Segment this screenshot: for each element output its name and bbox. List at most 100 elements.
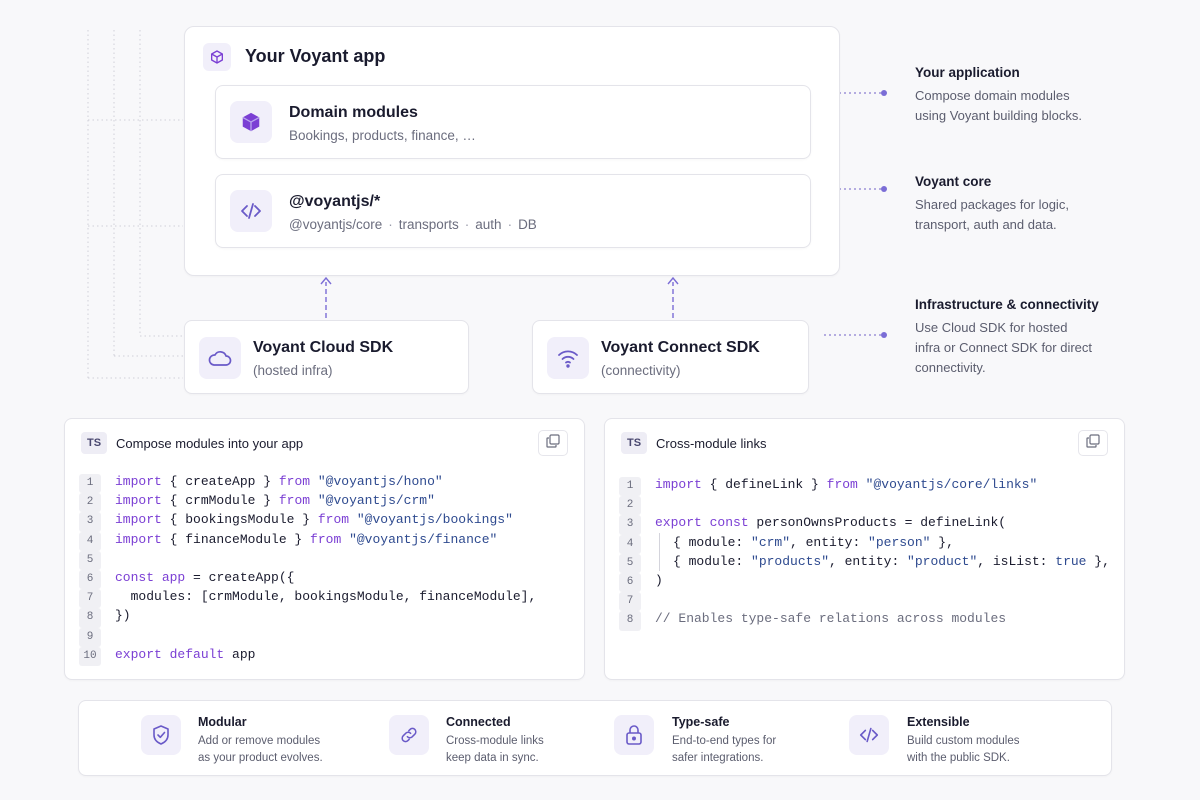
code-token: from <box>310 531 342 547</box>
code-token: { createApp } <box>161 474 279 489</box>
line-number: 1 <box>79 474 101 494</box>
left-connector-lines <box>87 30 183 379</box>
connect-arrow-up-icon <box>667 276 679 318</box>
cloud-icon <box>199 337 241 379</box>
code-token: "@voyantjs/hono" <box>310 474 443 489</box>
code-token: default <box>161 646 225 662</box>
packages-card[interactable]: @voyantjs/* @voyantjs/core·transports·au… <box>215 174 811 248</box>
code-token: app <box>154 569 186 585</box>
copy-button[interactable] <box>538 430 568 456</box>
line-number: 5 <box>79 550 101 570</box>
code-token: const <box>115 569 155 585</box>
code-token: "@voyantjs/crm" <box>310 493 435 509</box>
code-token: "products" <box>751 553 830 569</box>
code-token: }, <box>930 534 954 550</box>
cloud-arrow-up-icon <box>320 276 332 318</box>
annotation-title-infra: Infrastructure & connectivity <box>915 297 1099 312</box>
code-icon <box>849 715 889 755</box>
annotation-desc-infra: Use Cloud SDK for hosted infra or Connec… <box>915 320 1093 375</box>
code-line: 6) <box>619 571 1114 593</box>
shield-icon <box>141 715 181 755</box>
feature-desc-typesafe: End-to-end types for safer integrations. <box>672 735 777 764</box>
cloud-sdk-subtitle: (hosted infra) <box>253 363 333 378</box>
ts-badge: TS <box>621 432 647 454</box>
code-token: }) <box>115 608 131 624</box>
code-token: import <box>115 493 162 509</box>
code-block-compose: 1 import { createApp } from "@voyantjs/ho… <box>79 472 574 666</box>
line-number: 1 <box>619 477 641 497</box>
code-token: }, <box>1086 553 1110 569</box>
code-token: import <box>115 474 162 489</box>
line-number: 5 <box>619 553 641 573</box>
ts-badge: TS <box>81 432 107 454</box>
line-number: 8 <box>79 608 101 628</box>
copy-button[interactable] <box>1078 430 1108 456</box>
copy-icon <box>546 433 560 453</box>
code-token: true <box>1055 553 1087 569</box>
code-token: { financeModule } <box>161 531 311 547</box>
code-token: { module: <box>673 534 752 550</box>
line-number: 3 <box>619 515 641 535</box>
code-line: 8 // Enables type-safe relations across m… <box>619 609 1114 631</box>
lock-icon <box>614 715 654 755</box>
features-strip: Modular Add or remove modules as your pr… <box>78 700 1112 776</box>
code-line: 2 <box>619 494 1114 516</box>
code-line: 6 const app = createApp({ <box>79 568 574 590</box>
code-token: , entity: <box>790 534 869 550</box>
annotation-title-core: Voyant core <box>915 174 992 189</box>
line-number: 2 <box>79 493 101 513</box>
packages-title: @voyantjs/* <box>289 193 381 210</box>
indent-guide <box>659 532 673 552</box>
code-token: "crm" <box>751 534 791 550</box>
cloud-sdk-card[interactable]: Voyant Cloud SDK (hosted infra) <box>184 320 469 394</box>
feature-title-connected: Connected <box>446 715 511 729</box>
package-core: @voyantjs/core <box>289 217 383 232</box>
link-icon <box>389 715 429 755</box>
feature-desc-extensible: Build custom modules with the public SDK… <box>907 735 1020 764</box>
code-token: import <box>115 512 162 528</box>
line-number: 8 <box>619 611 641 631</box>
feature-title-extensible: Extensible <box>907 715 970 729</box>
code-card-title: Cross-module links <box>656 436 767 451</box>
annotation-desc-application: Compose domain modules using Voyant buil… <box>915 88 1082 123</box>
code-token: { module: <box>673 553 752 569</box>
code-token: app <box>224 646 256 662</box>
connect-sdk-card[interactable]: Voyant Connect SDK (connectivity) <box>532 320 809 394</box>
code-line: 1 import { createApp } from "@voyantjs/ho… <box>79 472 574 494</box>
cloud-sdk-title: Voyant Cloud SDK <box>253 339 394 356</box>
line-number: 6 <box>79 569 101 590</box>
code-token: ) <box>655 572 663 588</box>
app-title: Your Voyant app <box>245 46 386 66</box>
package-transports: transports <box>398 217 459 232</box>
code-card-title: Compose modules into your app <box>116 436 304 451</box>
line-number: 4 <box>619 534 641 554</box>
connect-sdk-subtitle: (connectivity) <box>601 363 681 378</box>
code-token: , isList: <box>977 553 1056 569</box>
line-number: 9 <box>79 627 101 647</box>
code-token: from <box>278 474 311 489</box>
line-number: 7 <box>79 589 101 609</box>
code-token: "@voyantjs/finance" <box>341 531 498 547</box>
code-card-compose: TS Compose modules into your app 1 import… <box>64 418 585 680</box>
feature-desc-connected: Cross-module links keep data in sync. <box>446 735 544 764</box>
copy-icon <box>1086 433 1100 453</box>
code-token: export <box>115 646 162 662</box>
right-connector-lines <box>824 90 887 338</box>
code-token: // Enables type-safe relations across mo… <box>655 611 1007 627</box>
code-token: = createApp({ <box>185 569 295 585</box>
code-token: const <box>701 515 749 531</box>
line-number: 4 <box>79 531 101 551</box>
code-line: 9 <box>79 626 574 647</box>
domain-modules-title: Domain modules <box>289 104 418 121</box>
code-token: import <box>655 477 702 492</box>
code-token: "person" <box>868 534 931 550</box>
code-line: 7 <box>619 590 1114 612</box>
domain-modules-card[interactable]: Domain modules Bookings, products, finan… <box>215 85 811 159</box>
packages-list: @voyantjs/core·transports·auth·DB <box>289 217 537 232</box>
code-line: 7 modules: [crmModule, bookingsModule, f… <box>79 587 574 609</box>
